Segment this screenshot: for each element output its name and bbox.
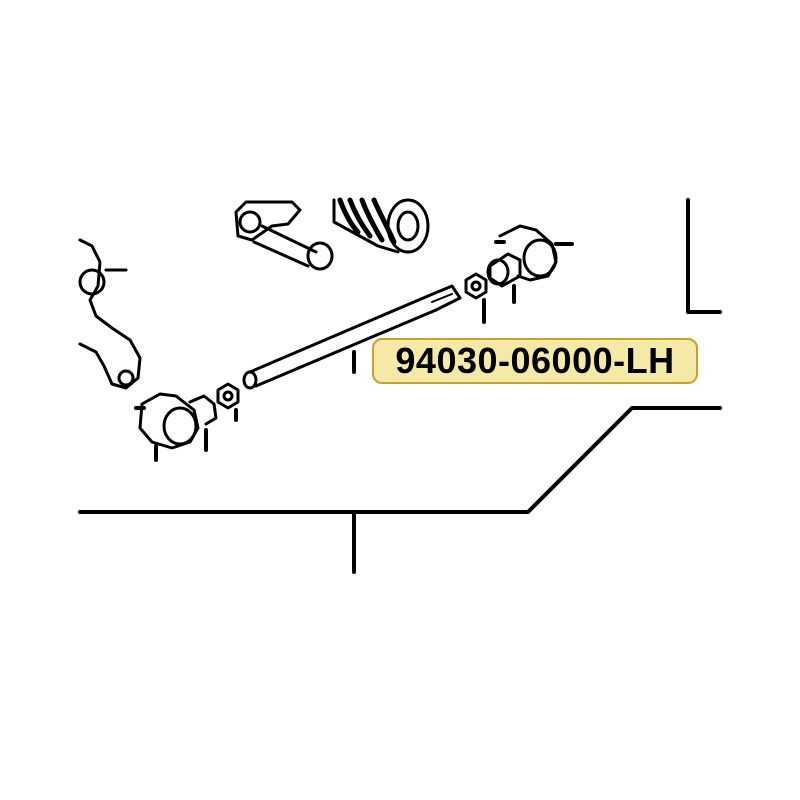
knuckle-arm [78, 238, 142, 390]
tie-rod-end-right [486, 224, 574, 304]
tie-rod-end-left [134, 392, 218, 462]
rubber-boot [332, 197, 430, 254]
pin-bolt [234, 200, 334, 271]
lock-nut-left [216, 382, 240, 422]
tie-rod-shaft [242, 284, 462, 390]
part-number-callout: 94030-06000-LH [372, 338, 698, 384]
section-frame-lines [78, 198, 722, 574]
lock-nut-right [464, 272, 488, 324]
